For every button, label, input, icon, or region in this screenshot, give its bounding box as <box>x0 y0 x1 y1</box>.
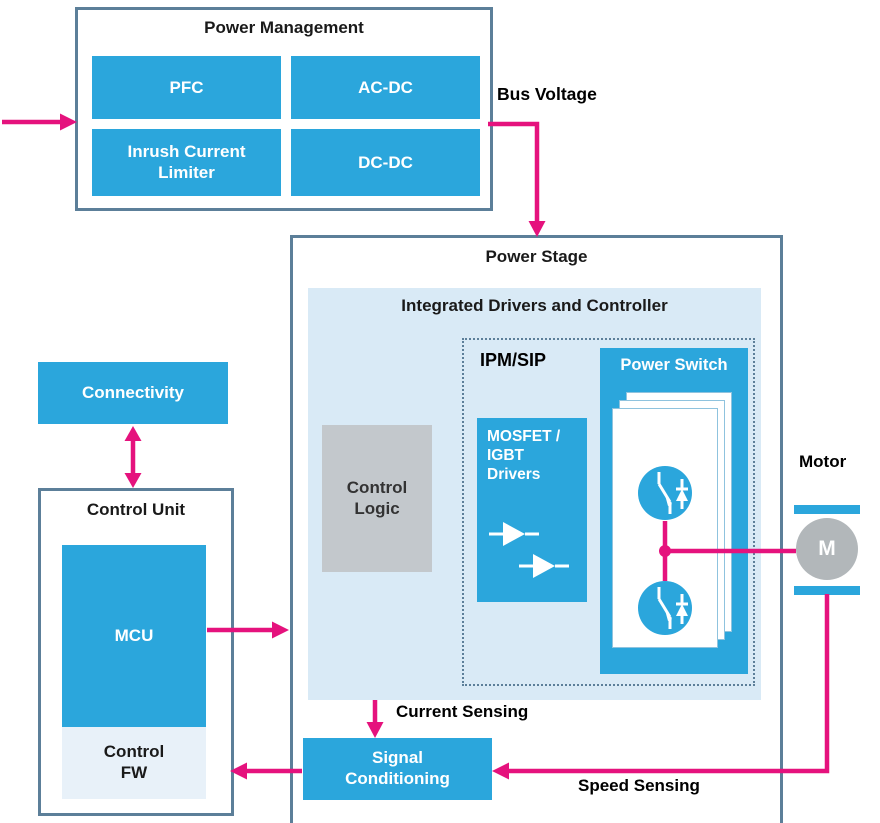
control-unit-block: Control Unit MCU Control FW <box>38 488 234 816</box>
mcu-block: MCU <box>62 545 206 727</box>
power-stage-title: Power Stage <box>485 247 588 266</box>
control-fw-label: Control FW <box>103 742 165 782</box>
connectivity-arrowhead-up <box>124 426 142 441</box>
igbt-symbol-top-icon <box>638 466 692 520</box>
signal-conditioning-label: Signal Conditioning <box>345 748 450 788</box>
power-management-grid: PFC AC-DC Inrush Current Limiter DC-DC <box>92 56 480 196</box>
inrush-label: Inrush Current Limiter <box>127 141 246 182</box>
pfc-label: PFC <box>169 77 204 97</box>
pfc-block: PFC <box>92 56 281 120</box>
control-logic-block: Control Logic <box>322 425 432 572</box>
control-fw-block: Control FW <box>62 727 206 799</box>
acdc-block: AC-DC <box>291 56 480 120</box>
motor-mount-top <box>794 505 860 514</box>
igbt-symbol-bottom-icon <box>638 581 692 635</box>
ipm-sip-region: IPM/SIP MOSFET / IGBT Drivers <box>462 338 755 686</box>
current-sensing-label: Current Sensing <box>396 702 529 721</box>
mcu-label: MCU <box>114 626 154 645</box>
integrated-drivers-controller-panel: Integrated Drivers and Controller Contro… <box>308 288 761 700</box>
power-switch-label: Power Switch <box>620 356 728 374</box>
ipm-sip-label: IPM/SIP <box>480 350 547 370</box>
inrush-current-limiter-block: Inrush Current Limiter <box>92 129 281 196</box>
connectivity-label: Connectivity <box>81 383 185 402</box>
power-management-title: Power Management <box>204 18 364 37</box>
connectivity-arrowhead-down <box>124 473 142 488</box>
signal-conditioning-block: Signal Conditioning <box>303 738 492 800</box>
power-stage-block: Power Stage Integrated Drivers and Contr… <box>290 235 783 823</box>
connectivity-block: Connectivity <box>38 362 228 424</box>
speed-sensing-label: Speed Sensing <box>578 776 700 795</box>
motor-symbol: M <box>796 518 858 580</box>
motor-label: Motor <box>799 452 847 471</box>
power-management-block: Power Management PFC AC-DC Inrush Curren… <box>75 7 493 211</box>
bus-voltage-arrow-line <box>488 121 540 221</box>
motor-symbol-letter: M <box>818 537 836 560</box>
mosfet-igbt-drivers-block: MOSFET / IGBT Drivers <box>477 418 587 602</box>
bus-voltage-label: Bus Voltage <box>497 84 597 104</box>
mcu-arrowhead <box>272 621 289 639</box>
power-switch-block: Power Switch <box>600 348 748 674</box>
acdc-label: AC-DC <box>358 77 413 97</box>
control-unit-title: Control Unit <box>86 500 186 519</box>
motor-mount-bottom <box>794 586 860 595</box>
half-bridge-switches-icon <box>638 466 692 635</box>
integrated-title: Integrated Drivers and Controller <box>401 296 668 315</box>
driver-amplifier-icon <box>489 522 569 578</box>
mosfet-igbt-drivers-label: MOSFET / IGBT Drivers <box>487 428 561 483</box>
control-logic-label: Control Logic <box>346 477 408 518</box>
dcdc-block: DC-DC <box>291 129 480 196</box>
dcdc-label: DC-DC <box>358 152 413 172</box>
power-switch-card-front <box>612 408 718 648</box>
